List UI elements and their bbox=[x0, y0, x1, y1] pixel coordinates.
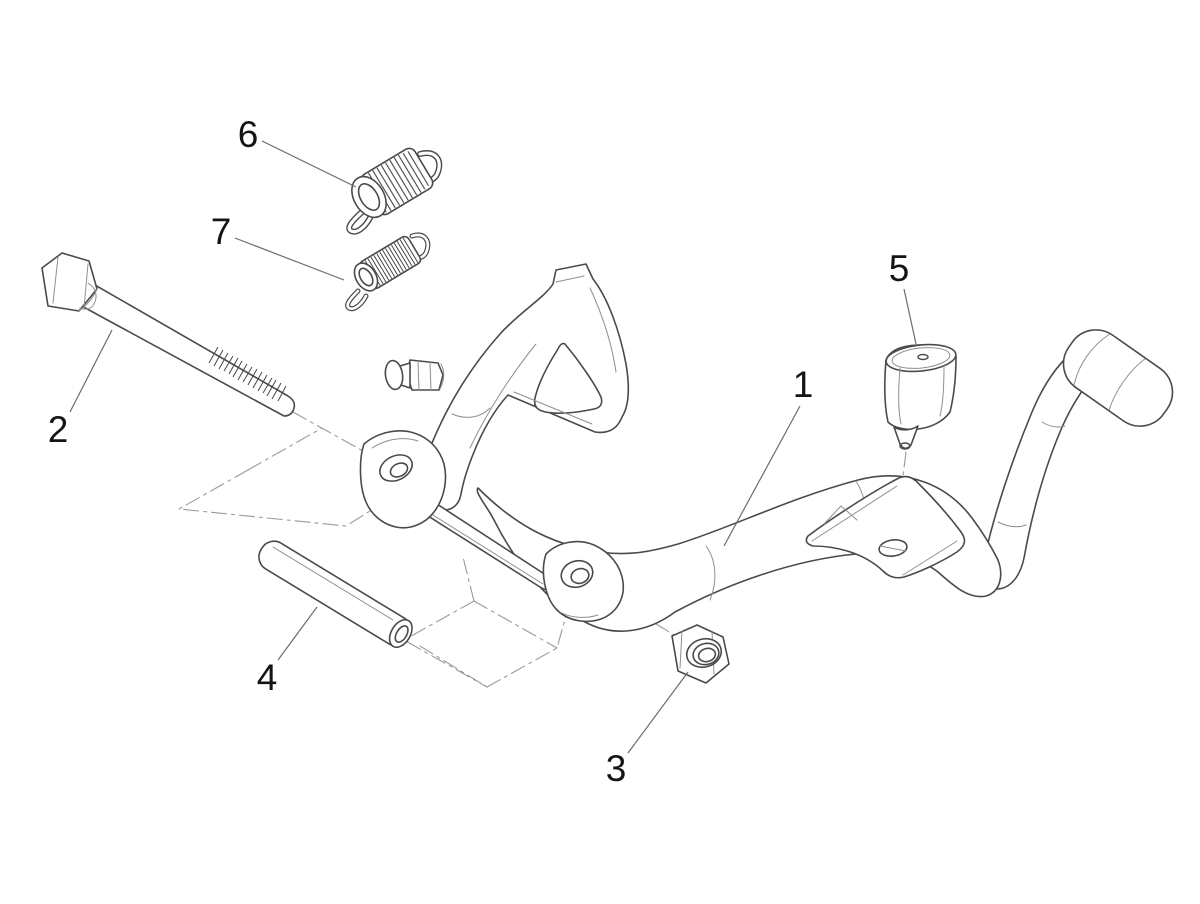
stand-right-pivot-bracket bbox=[542, 540, 625, 623]
part-label-2: 2 bbox=[48, 409, 69, 450]
part-label-3: 3 bbox=[606, 748, 627, 789]
part-label-5: 5 bbox=[889, 248, 910, 289]
pivot-pin bbox=[258, 540, 413, 649]
part-labels: 1 2 3 4 5 6 7 bbox=[48, 114, 910, 789]
bolt-threads bbox=[208, 346, 287, 402]
leader-lines bbox=[69, 140, 917, 754]
center-stand bbox=[359, 263, 1174, 632]
stand-left-leg-loop bbox=[423, 263, 630, 511]
large-return-spring bbox=[346, 147, 443, 235]
lock-nut bbox=[671, 624, 730, 684]
part-label-4: 4 bbox=[257, 657, 278, 698]
part-label-7: 7 bbox=[211, 211, 232, 252]
part-label-1: 1 bbox=[793, 364, 814, 405]
hex-bolt bbox=[41, 252, 296, 417]
part-label-6: 6 bbox=[238, 114, 259, 155]
stand-pedal-pad bbox=[1062, 329, 1174, 427]
stand-foot-lever bbox=[979, 329, 1174, 590]
rubber-buffer bbox=[883, 343, 957, 450]
stand-left-pivot-bracket bbox=[359, 430, 447, 529]
stand-spring-stud bbox=[384, 359, 445, 391]
small-return-spring bbox=[345, 232, 431, 312]
stand-buffer-plate bbox=[805, 475, 966, 579]
